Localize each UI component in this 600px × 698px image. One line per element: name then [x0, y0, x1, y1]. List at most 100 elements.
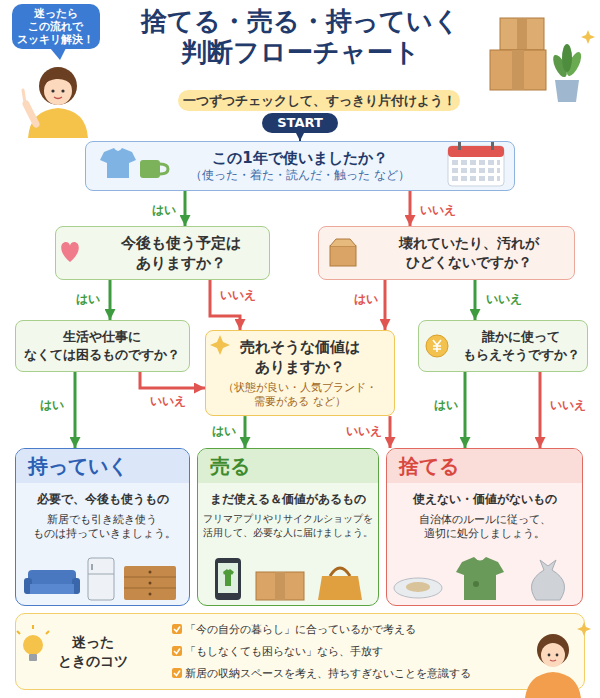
- node-heading: 売れそうな価値は ありますか？: [236, 337, 364, 378]
- edge-label: はい: [38, 398, 66, 412]
- phone-icon: [223, 569, 234, 586]
- moving-boxes: [555, 80, 579, 102]
- handbag-icon: [330, 568, 350, 576]
- yen-icon: [347, 454, 371, 478]
- helper-woman: [577, 622, 591, 636]
- sofa-icon: [24, 570, 80, 594]
- check-icon: [172, 646, 182, 656]
- mug-icon: [140, 160, 160, 178]
- question-box: 生活や仕事に なくては困るものですか？: [15, 320, 190, 372]
- node-heading: 持っていく: [16, 449, 189, 483]
- heart-icon: [61, 242, 79, 262]
- helper-woman: [525, 622, 591, 698]
- flow-arrow: [140, 372, 205, 388]
- node-text: 自治体のルールに従って、 適切に処分しましょう。: [419, 512, 550, 540]
- node-heading: 壊れていたり、汚れが ひどくないですか？: [395, 234, 542, 272]
- guide-woman: [54, 97, 62, 99]
- question-box: 壊れていたり、汚れが ひどくないですか？: [318, 226, 575, 280]
- handbag-icon: [318, 568, 362, 600]
- node-heading: START: [277, 113, 323, 133]
- coin-icon: [433, 340, 441, 352]
- calendar-icon: [448, 142, 504, 186]
- bulb-icon: [17, 625, 49, 634]
- node-text: （使った・着た・読んだ・触った など）: [190, 168, 410, 184]
- chart-title: 捨てる・売る・持っていく 判断フローチャート: [120, 6, 480, 68]
- moving-boxes: [490, 50, 546, 90]
- check-icon: [172, 624, 182, 634]
- thumb-icon: [163, 458, 177, 473]
- bubble-tail: [50, 48, 66, 60]
- old-shirt-icon: [456, 557, 504, 600]
- node-heading: この1年で使いましたか？: [212, 148, 387, 168]
- question-box: 売れそうな価値は ありますか？ （状態が良い・人気ブランド・需要がある など）: [205, 330, 395, 416]
- edge-label: はい: [74, 292, 102, 306]
- tips-box: 迷った ときのコツ「今の自分の暮らし」に合っているかで考える「もしなくても困らな…: [15, 613, 585, 690]
- speech-bubble: 迷ったら この流れで スッキリ解決！: [12, 4, 100, 49]
- start-pill: START: [262, 113, 338, 133]
- dresser-icon: [124, 566, 176, 600]
- trash-icon: [553, 458, 571, 461]
- node-text: まだ使える＆価値があるもの: [210, 491, 366, 507]
- node-text: （状態が良い・人気ブランド・需要がある など）: [221, 381, 378, 410]
- guide-woman: [51, 89, 54, 92]
- parcel-icon: [256, 572, 304, 600]
- flow-arrow: [74, 372, 77, 448]
- edge-label: いいえ: [218, 288, 258, 302]
- plate-icon: [394, 578, 442, 598]
- moving-boxes: [500, 18, 544, 50]
- parcel-icon: [275, 572, 285, 600]
- mug-icon: [160, 164, 168, 174]
- sparkle-icon: [210, 335, 230, 355]
- check-icon: [172, 668, 182, 678]
- flow-arrow: [409, 191, 412, 226]
- bubble-tail: [50, 48, 66, 60]
- moving-boxes: [517, 18, 527, 50]
- guide-woman: [23, 90, 25, 103]
- fridge-icon: [88, 558, 114, 600]
- shirt-icon: [100, 148, 136, 178]
- node-heading: 売る: [198, 449, 378, 483]
- thumb-icon: [158, 454, 182, 478]
- calendar-icon: [491, 142, 494, 150]
- trash-icon: [555, 462, 569, 476]
- old-shirt-icon: [456, 557, 504, 600]
- subtitle-banner: 一つずつチェックして、すっきり片付けよう！: [178, 90, 460, 111]
- guide-woman: [39, 67, 77, 105]
- plate-icon: [406, 582, 430, 592]
- moving-boxes: [581, 30, 595, 44]
- sparkle-icon: [210, 335, 230, 355]
- dresser-icon: [124, 588, 176, 589]
- node-heading: 一つずつチェックして、すっきり片付けよう！: [183, 90, 456, 111]
- guide-woman: [26, 104, 36, 124]
- thumb-icon: [158, 454, 182, 478]
- edge-label: いいえ: [484, 292, 524, 306]
- old-shirt-icon: [473, 581, 479, 587]
- node-text: 「今の自分の暮らし」に合っているかで考える: [170, 622, 416, 637]
- calendar-icon: [452, 160, 500, 182]
- flow-arrow: [389, 416, 392, 448]
- node-heading: 誰かに使って もらえそうですか？: [459, 328, 583, 363]
- fridge-icon: [88, 574, 114, 575]
- edge-label: はい: [432, 398, 460, 412]
- flow-arrow: [464, 372, 467, 448]
- guide-woman: [44, 72, 73, 86]
- edge-label: いいえ: [418, 203, 458, 217]
- edge-label: はい: [150, 203, 178, 217]
- dresser-icon: [124, 566, 176, 600]
- node-text: 新居でも引き続き使う ものは持っていきましょう。: [33, 512, 173, 540]
- moving-boxes: [490, 18, 595, 102]
- moving-boxes: [562, 44, 572, 72]
- fridge-icon: [88, 558, 114, 600]
- node-heading: 迷ったら この流れで スッキリ解決！: [16, 7, 96, 46]
- guide-woman: [23, 67, 88, 138]
- box-icon: [330, 239, 356, 266]
- node-text: 使えない・価値がないもの: [413, 491, 557, 507]
- trash-bag-icon: [532, 560, 565, 600]
- box-icon: [330, 239, 356, 246]
- node-text: 必要で、今後も使うもの: [37, 491, 169, 507]
- helper-woman: [541, 643, 565, 667]
- edge-label: はい: [210, 424, 238, 438]
- heart-icon: [61, 242, 79, 262]
- check-icon: [174, 627, 180, 632]
- helper-woman: [550, 660, 556, 661]
